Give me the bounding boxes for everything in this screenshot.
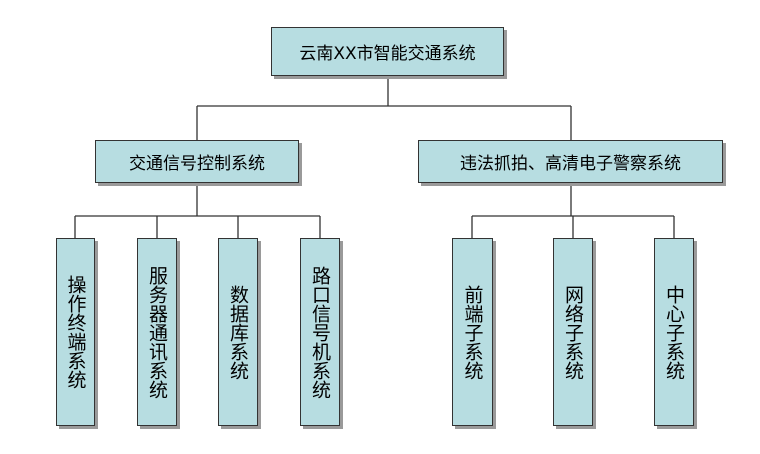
branch-node-right: 违法抓拍、高清电子警察系统 [418,140,723,183]
leaf-node-label: 数据库系统 [227,284,249,380]
leaf-node-label: 操作终端系统 [64,275,87,389]
leaf-node-right-1: 前端子系统 [452,238,493,426]
leaf-node-right-2: 网络子系统 [553,238,593,426]
root-node-label: 云南XX市智能交通系统 [299,44,476,64]
branch-node-left-label: 交通信号控制系统 [129,154,265,174]
leaf-node-label: 网络子系统 [562,284,584,380]
leaf-node-left-1: 操作终端系统 [56,238,95,426]
leaf-node-label: 服务器通讯系统 [146,265,168,399]
branch-node-left: 交通信号控制系统 [95,140,299,183]
leaf-node-label: 路口信号机系统 [309,265,331,399]
leaf-node-right-3: 中心子系统 [654,238,694,426]
leaf-node-left-2: 服务器通讯系统 [137,238,177,426]
leaf-node-left-3: 数据库系统 [218,238,258,426]
root-node: 云南XX市智能交通系统 [271,27,504,76]
leaf-node-label: 中心子系统 [663,284,685,380]
branch-node-right-label: 违法抓拍、高清电子警察系统 [460,154,681,174]
leaf-node-label: 前端子系统 [461,284,484,380]
leaf-node-left-4: 路口信号机系统 [300,238,340,426]
